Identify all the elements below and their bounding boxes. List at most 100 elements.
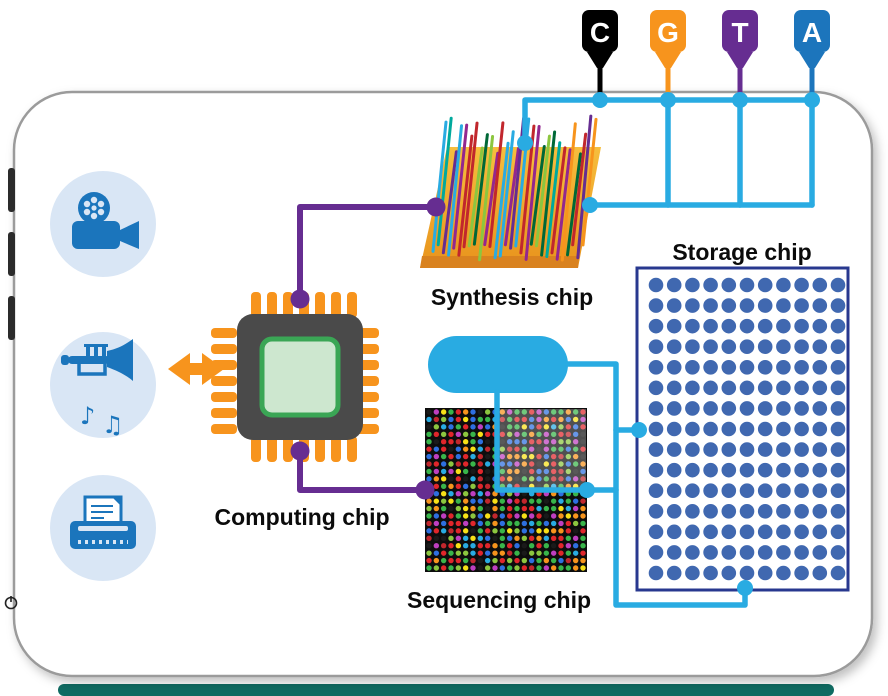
sequencing-dot xyxy=(440,483,447,489)
sequencing-dot xyxy=(543,468,550,475)
sequencing-dot xyxy=(448,528,454,534)
sequencing-dot xyxy=(462,409,469,415)
sequencing-dot xyxy=(528,468,535,475)
sequencing-dot xyxy=(536,513,542,519)
sequencing-dot xyxy=(514,505,520,512)
sequencing-dot xyxy=(528,505,535,512)
storage-dot xyxy=(703,318,718,334)
sequencing-dot xyxy=(477,461,484,467)
sequencing-dot xyxy=(543,476,550,482)
sequencing-dot xyxy=(484,446,491,452)
sequencing-dot xyxy=(558,446,564,452)
storage-dot xyxy=(794,524,809,540)
storage-dot xyxy=(648,298,664,313)
sequencing-dot xyxy=(550,431,557,437)
sequencing-dot xyxy=(426,505,432,512)
storage-dot xyxy=(830,318,846,334)
storage-dot xyxy=(812,401,828,416)
sequencing-dot xyxy=(492,565,498,571)
blue-connector xyxy=(522,97,818,148)
storage-dot xyxy=(757,298,773,313)
purple-connector xyxy=(297,445,430,493)
sequencing-dot xyxy=(572,431,579,437)
sequencing-dot xyxy=(580,431,586,437)
sequencing-dot xyxy=(492,528,498,534)
storage-dot xyxy=(739,318,755,334)
storage-dot xyxy=(685,524,700,540)
storage-dot xyxy=(812,380,828,396)
sequencing-highlight xyxy=(499,409,586,490)
storage-dot xyxy=(703,359,718,375)
storage-dot xyxy=(648,462,664,478)
sequencing-dot xyxy=(462,476,469,482)
sequencing-dot xyxy=(426,446,432,452)
sequencing-dot xyxy=(440,416,447,423)
sequencing-dot xyxy=(477,431,484,437)
sequencing-dot xyxy=(550,439,557,445)
chip-pin xyxy=(251,292,261,318)
storage-dot xyxy=(703,380,718,396)
chip-pin xyxy=(315,292,325,318)
sequencing-dot xyxy=(470,461,476,467)
storage-dot xyxy=(721,318,737,334)
table-edge xyxy=(58,684,834,696)
storage-dot xyxy=(666,298,682,313)
sequencing-dot xyxy=(572,409,579,415)
storage-dot xyxy=(648,483,664,499)
storage-dot xyxy=(812,421,828,437)
sequencing-dot xyxy=(514,439,520,445)
sequencing-dot xyxy=(484,557,491,564)
sequencing-dot xyxy=(455,528,462,534)
sequencing-dot xyxy=(499,409,506,415)
dna-strand xyxy=(467,146,484,248)
storage-dot xyxy=(703,462,718,478)
sequencing-dot xyxy=(455,550,462,556)
sequencing-dot xyxy=(550,557,557,564)
sequencing-dot xyxy=(521,431,528,437)
sequencing-dot xyxy=(506,476,513,482)
tube-letter: G xyxy=(657,17,679,48)
storage-dot xyxy=(757,401,773,416)
sequencing-dot xyxy=(426,498,432,504)
sequencing-dot xyxy=(514,416,520,423)
sequencing-dot xyxy=(470,416,476,423)
sequencing-dot xyxy=(426,528,432,534)
sequencing-dot xyxy=(543,424,550,430)
sequencing-dot xyxy=(462,543,469,549)
storage-dot xyxy=(830,462,846,478)
storage-dot xyxy=(830,359,846,375)
storage-dot xyxy=(739,565,755,581)
storage-dot xyxy=(794,318,809,334)
storage-dot xyxy=(666,483,682,499)
storage-dot xyxy=(776,524,791,540)
reagent-tube: G xyxy=(650,10,686,98)
sequencing-dot xyxy=(543,550,550,556)
sequencing-dot xyxy=(470,476,476,482)
storage-dot-grid xyxy=(648,277,846,581)
sequencing-dot xyxy=(514,424,520,430)
sequencing-dot xyxy=(580,439,586,445)
storage-dot xyxy=(776,545,791,560)
storage-dot xyxy=(703,401,718,416)
dna-strand xyxy=(493,141,510,260)
sequencing-dot xyxy=(506,439,513,445)
storage-dot xyxy=(812,442,828,457)
sequencing-dot xyxy=(565,461,572,467)
sequencing-dot xyxy=(499,461,506,467)
sequencing-dot xyxy=(580,528,586,534)
sequencing-dot xyxy=(514,513,520,519)
storage-dot xyxy=(794,298,809,313)
sequencing-dot xyxy=(528,520,535,527)
sequencing-dot xyxy=(433,439,440,445)
sequencing-dot xyxy=(470,535,476,541)
sequencing-dot xyxy=(477,543,484,549)
sequencing-dot xyxy=(521,416,528,423)
junction-dot xyxy=(290,289,310,309)
sequencing-dot xyxy=(470,520,476,527)
sequencing-dot xyxy=(499,557,506,564)
storage-dot xyxy=(794,277,809,293)
storage-dot xyxy=(812,462,828,478)
sequencing-dot xyxy=(580,468,586,475)
sequencing-dot xyxy=(550,416,557,423)
sequencing-dot xyxy=(484,513,491,519)
